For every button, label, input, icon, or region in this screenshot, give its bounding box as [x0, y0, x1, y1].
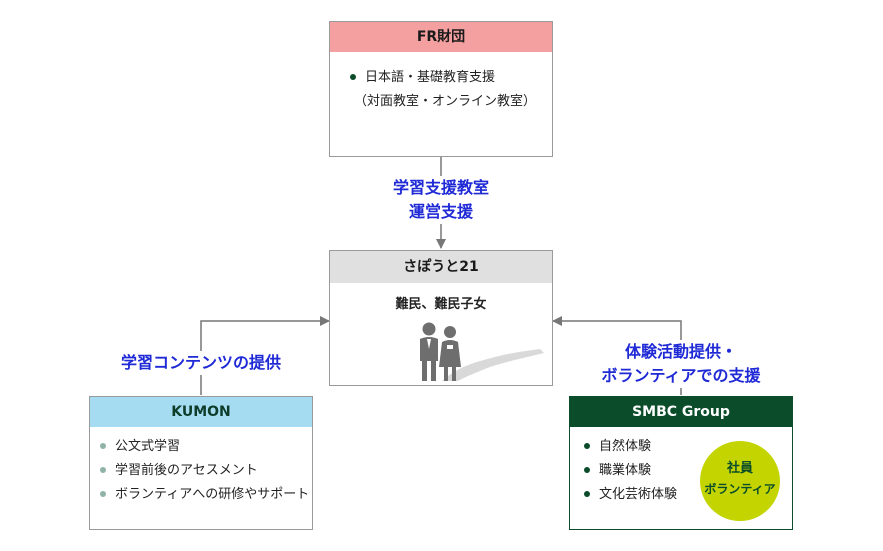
kumon-box: KUMON 公文式学習 学習前後のアセスメント ボランティアへの研修やサポート: [89, 396, 313, 530]
top-support-label: 学習支援教室 運営支援: [341, 176, 541, 224]
sapoto21-subtitle: 難民、難民子女: [395, 297, 487, 312]
list-item: 自然体験: [584, 435, 792, 459]
volunteer-badge: 社員 ボランティア: [700, 441, 780, 521]
bullet-icon: [100, 466, 106, 473]
sapoto21-title: さぽうと21: [330, 251, 552, 283]
list-item: 職業体験: [584, 459, 792, 483]
list-item: 文化芸術体験: [584, 483, 792, 507]
sapoto21-box: さぽうと21 難民、難民子女: [329, 250, 553, 386]
bullet-icon: [584, 466, 590, 473]
bullet-icon: [100, 490, 106, 497]
bullet-icon: [584, 490, 590, 497]
right-support-label: 体験活動提供・ ボランティアでの支援: [584, 340, 778, 388]
smbc-title: SMBC Group: [570, 397, 792, 427]
list-item: 学習前後のアセスメント: [100, 459, 312, 483]
left-support-label: 学習コンテンツの提供: [98, 351, 304, 375]
kumon-title: KUMON: [90, 397, 312, 427]
fr-foundation-title: FR財団: [330, 22, 552, 52]
list-item: 公文式学習: [100, 435, 312, 459]
list-item: 日本語・基礎教育支援: [350, 66, 552, 90]
smbc-box: SMBC Group 自然体験 職業体験 文化芸術体験 社員 ボランティア: [569, 396, 793, 530]
fr-foundation-box: FR財団 日本語・基礎教育支援 （対面教室・オンライン教室）: [329, 21, 553, 157]
fr-subtext: （対面教室・オンライン教室）: [354, 94, 537, 109]
bullet-icon: [584, 442, 590, 449]
bullet-icon: [100, 442, 106, 449]
refugee-family-illustration: [420, 322, 544, 381]
bullet-icon: [350, 73, 356, 80]
list-item: ボランティアへの研修やサポート: [100, 483, 312, 507]
